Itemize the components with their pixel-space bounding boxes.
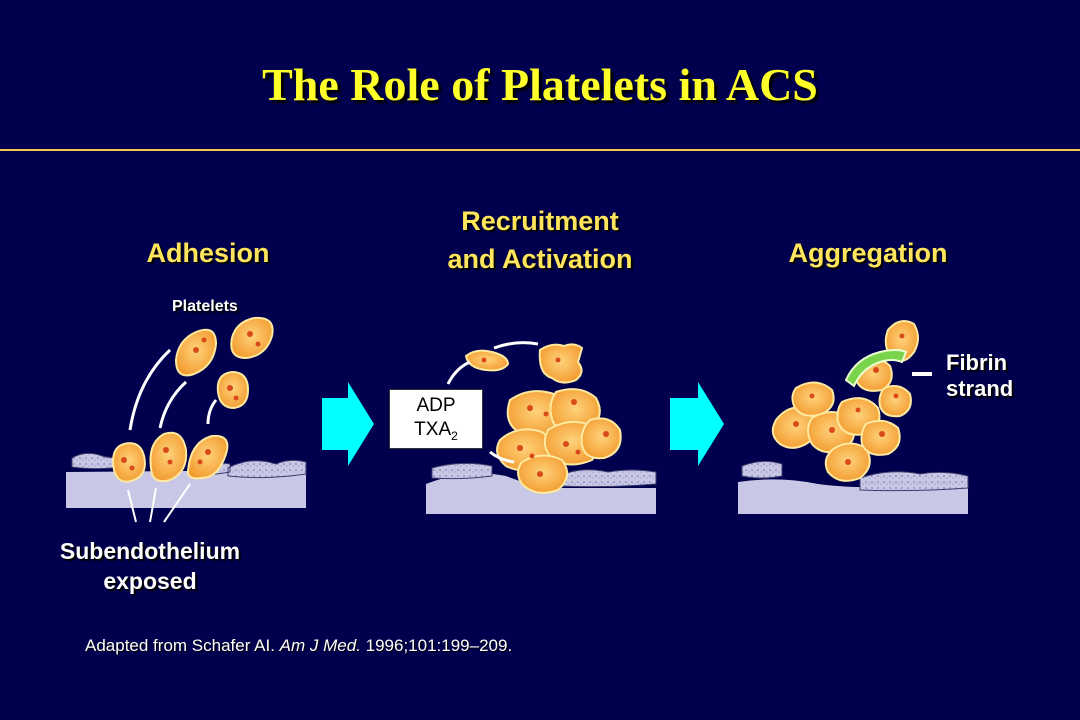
subendothelium-label: Subendothelium exposed: [50, 536, 250, 596]
txa2-label: TXA2: [390, 418, 482, 448]
title-divider: [0, 149, 1080, 151]
fibrin-strand: [844, 349, 908, 388]
stage-label-adhesion: Adhesion: [146, 238, 270, 268]
stage-arrow-2: [670, 382, 724, 466]
aggregation-endothelium: [741, 460, 969, 492]
stage-label-recruitment: Recruitment and Activation: [400, 204, 680, 276]
recruitment-arrows: [446, 341, 539, 464]
slide-title: The Role of Platelets in ACS: [262, 59, 818, 110]
citation-journal: Am J Med.: [279, 636, 361, 655]
subendothelium-label-line1: Subendothelium: [59, 538, 241, 564]
adhesion-platelet-3: [186, 434, 229, 480]
adhesion-panel: [66, 316, 307, 523]
adhesion-platelet-1: [112, 442, 146, 483]
subendothelium-pointers: [127, 483, 191, 523]
txa-subscript: 2: [451, 428, 458, 443]
recruitment-endothelium: [431, 462, 657, 488]
citation-suffix: 1996;101:199–209.: [360, 636, 513, 655]
adp-label: ADP: [416, 395, 456, 416]
fibrin-label-line1: Fibrin: [946, 350, 1008, 375]
fibrin-label: Fibrin strand: [946, 350, 1013, 402]
fibrin-label-line2: strand: [946, 376, 1014, 401]
adhesion-platelet-6: [216, 370, 250, 410]
adhesion-platelet-2: [149, 431, 188, 483]
stage-label-recruitment-line2: and Activation: [447, 244, 633, 274]
stage-label-recruitment-line1: Recruitment: [461, 206, 619, 236]
recruitment-panel: [426, 341, 657, 514]
mediator-box: ADP TXA2: [389, 389, 483, 449]
platelets-label: Platelets: [172, 298, 238, 315]
subendothelium-label-line2: exposed: [103, 568, 197, 594]
aggregation-panel: [738, 320, 969, 514]
stage-label-aggregation: Aggregation: [788, 238, 948, 268]
citation-prefix: Adapted from Schafer AI.: [85, 636, 280, 655]
adhesion-platelet-5: [230, 316, 274, 360]
txa-label: TXA: [414, 419, 452, 440]
aggregation-platelet-cluster: [771, 320, 919, 482]
stage-arrow-1: [322, 382, 374, 466]
citation: Adapted from Schafer AI. Am J Med. 1996;…: [85, 636, 512, 656]
adhesion-trajectory-arrows: [128, 348, 218, 431]
